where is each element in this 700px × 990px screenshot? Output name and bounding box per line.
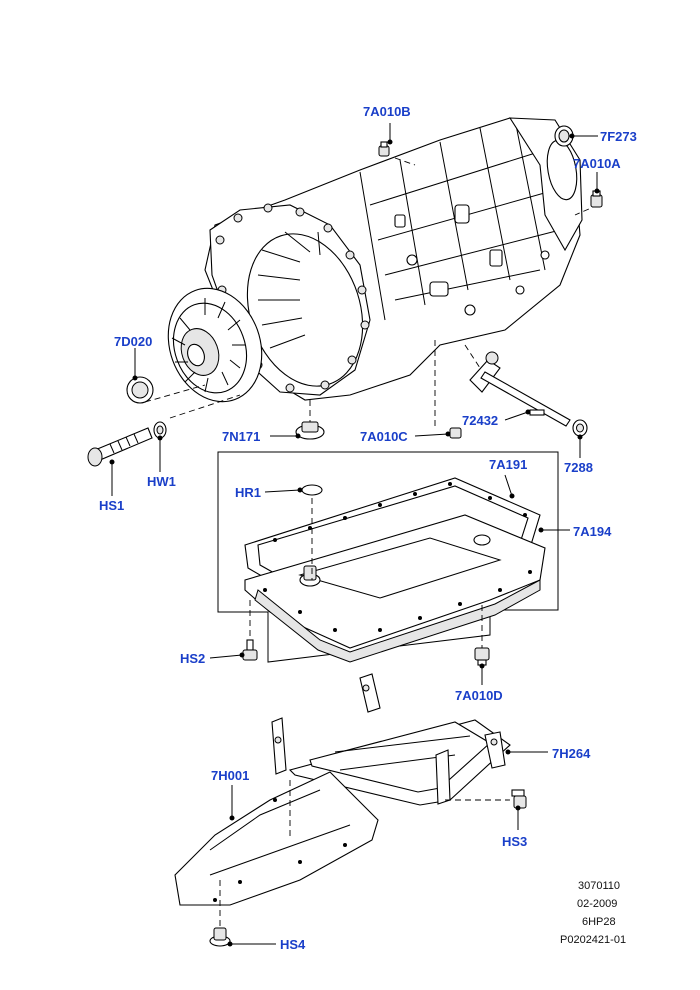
callout-7N171: 7N171 — [222, 429, 260, 444]
callout-HS4: HS4 — [280, 937, 306, 952]
assembly-lines-pan — [249, 498, 483, 648]
transmission-case — [204, 117, 583, 401]
callout-labels: 7A010B 7F273 7A010A 7D020 7N171 7A010C 7… — [99, 104, 637, 952]
plug-7A010A — [590, 190, 603, 208]
reference-block: 3070110 02-2009 6HP28 P0202421-01 — [560, 880, 626, 946]
assembly-lines-upper — [144, 157, 599, 430]
callout-HS3: HS3 — [502, 834, 527, 849]
callout-7A194: 7A194 — [573, 524, 612, 539]
bolt-HS3 — [511, 789, 527, 809]
reference-line-2: 02-2009 — [577, 898, 617, 910]
bolt-HS2 — [242, 639, 258, 661]
callout-7A010B: 7A010B — [363, 104, 411, 119]
callout-7F273: 7F273 — [600, 129, 637, 144]
callout-7A010D: 7A010D — [455, 688, 503, 703]
seal-7288 — [572, 419, 588, 437]
pin-72432 — [529, 409, 545, 416]
callout-7288: 7288 — [564, 460, 593, 475]
callout-72432: 72432 — [462, 413, 498, 428]
reference-line-4: P0202421-01 — [560, 934, 626, 946]
heat-shield-7H001 — [174, 771, 379, 906]
plug-7A010C — [449, 427, 462, 439]
torque-converter — [167, 287, 263, 403]
reference-line-3: 6HP28 — [582, 916, 616, 928]
bolt-HS1 — [87, 427, 153, 467]
washer-HW1 — [153, 421, 167, 439]
leader-lines — [111, 123, 598, 945]
oil-pan-7A194 — [244, 514, 546, 663]
callout-7H264: 7H264 — [552, 746, 591, 761]
callout-HR1: HR1 — [235, 485, 261, 500]
plug-7A010B — [378, 141, 390, 157]
selector-shaft-assembly — [469, 351, 571, 427]
callout-7H001: 7H001 — [211, 768, 249, 783]
callout-7A010A: 7A010A — [573, 156, 621, 171]
plug-7A010D — [474, 647, 490, 666]
callout-HS2: HS2 — [180, 651, 205, 666]
plug-7N171 — [295, 421, 325, 440]
bolt-HS4 — [209, 927, 231, 947]
callout-HW1: HW1 — [147, 474, 176, 489]
assembly-lines-lower — [219, 780, 510, 928]
leader-dots — [109, 133, 600, 947]
callout-7A010C: 7A010C — [360, 429, 408, 444]
callout-7D020: 7D020 — [114, 334, 152, 349]
o-ring-HR1 — [301, 484, 323, 496]
seal-7D020 — [126, 376, 154, 404]
oil-pan-group-frame — [217, 451, 559, 663]
callout-7A191: 7A191 — [489, 457, 527, 472]
reference-line-1: 3070110 — [578, 880, 620, 892]
callout-HS1: HS1 — [99, 498, 124, 513]
crossmember-7H264 — [271, 673, 511, 806]
